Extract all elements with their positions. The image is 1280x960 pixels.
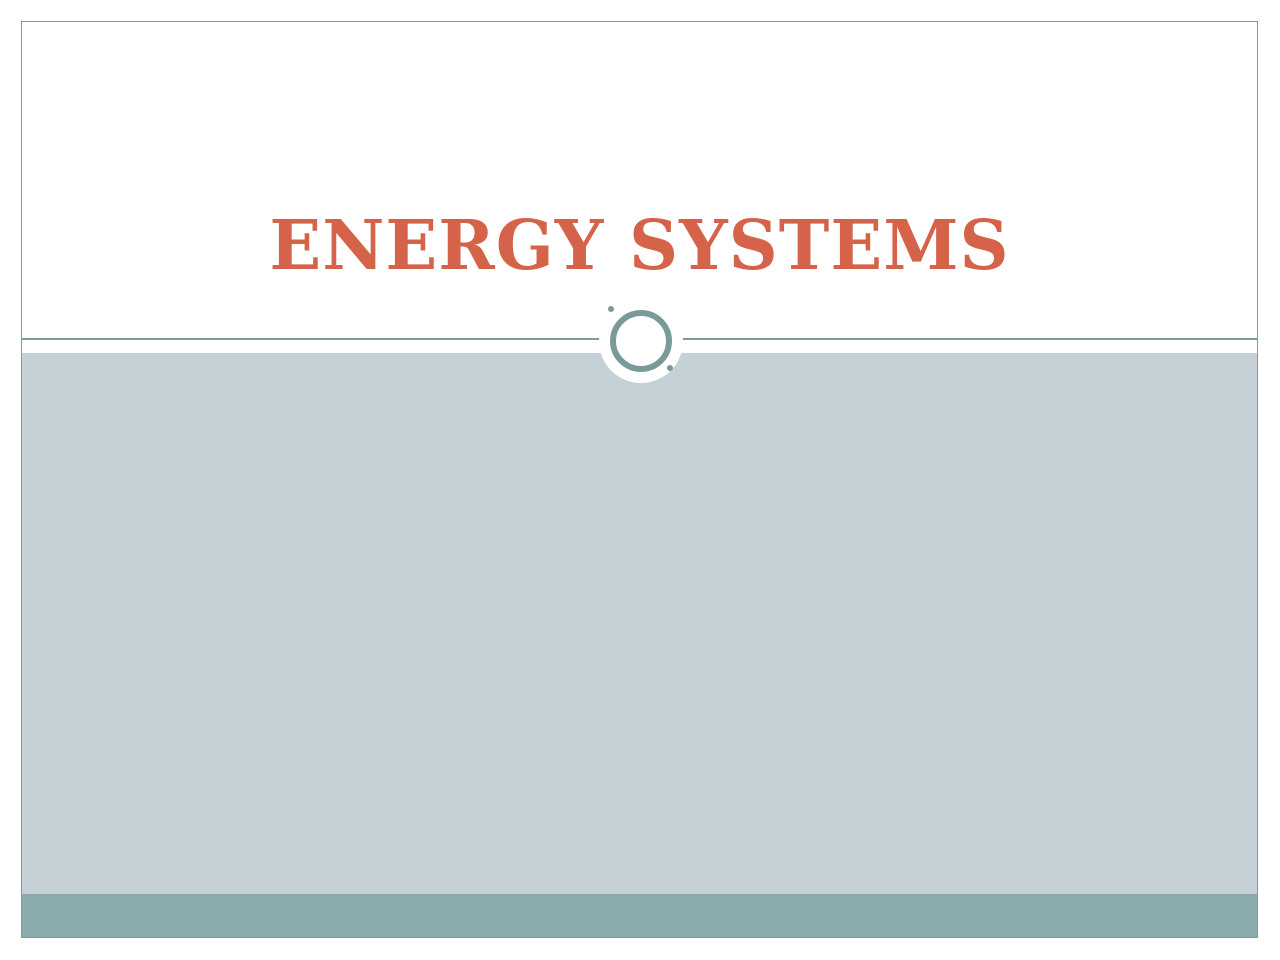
slide-title: ENERGY SYSTEMS xyxy=(269,206,1010,286)
slide: ENERGY SYSTEMS xyxy=(21,21,1258,938)
footer-band xyxy=(22,894,1257,937)
circle-ring-icon xyxy=(599,299,683,383)
content-panel xyxy=(22,353,1257,894)
